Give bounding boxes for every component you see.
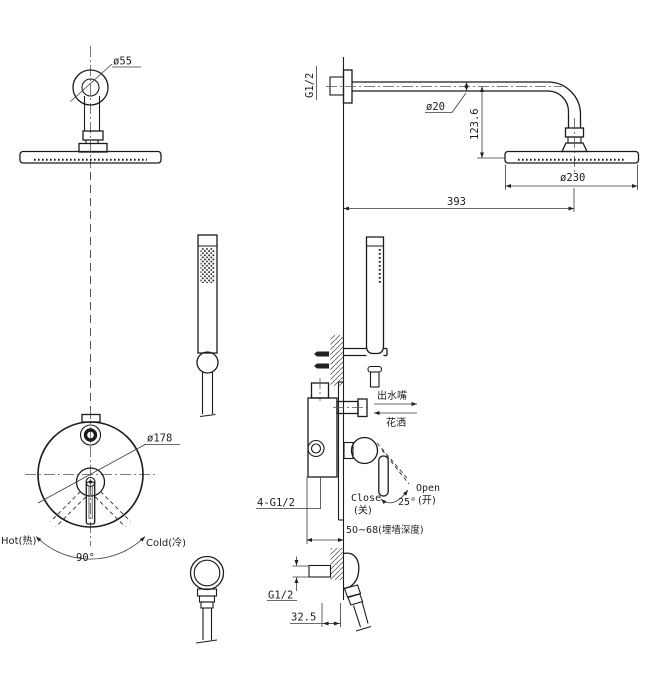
ball-joint: [196, 351, 219, 374]
hand-shower-wand-front: [197, 234, 218, 354]
open-angle-arc: [380, 489, 409, 505]
arm-thread-nut: [329, 76, 345, 96]
dim-arm-diameter-label: ø20: [426, 101, 445, 113]
dim-plate-diameter-label: ø178: [147, 433, 172, 445]
handle-neck: [343, 441, 354, 460]
dim-head-diameter-label: ø230: [560, 172, 585, 184]
arm-nut: [82, 130, 104, 141]
side-view-wall: [330, 57, 345, 600]
hose-nut-1: [343, 584, 362, 598]
close-label-cn: (关): [354, 504, 372, 517]
hose-end-tick: [199, 413, 216, 418]
dim-connections-label: 4-G1/2: [257, 497, 295, 509]
wall-hatch-outlet: [330, 548, 344, 580]
hose-loop-outer: [189, 555, 225, 591]
head-mount-base: [78, 142, 108, 153]
side-view-shower-head: [504, 150, 640, 164]
side-view-hand-shower: [314, 236, 388, 388]
open-position-dash2: [381, 449, 410, 485]
diverter-button-outer: [79, 424, 102, 446]
front-view-valve-plate: ø178 90° Hot(热) Cold(冷): [1, 408, 186, 564]
wall-hatch-holder: [330, 335, 344, 386]
dim-swing-angle-label: 90°: [76, 552, 95, 564]
open-label-cn: (开): [418, 496, 436, 507]
cold-label: Cold(冷): [146, 536, 186, 549]
hose-nut-2: [347, 593, 364, 606]
dim-embed-depth-label: 50~68(埋墙深度): [346, 524, 424, 536]
open-label-en: Open: [416, 483, 440, 494]
shower-head-disc-side: [504, 150, 640, 164]
diverter-button-inner: [83, 428, 98, 442]
spray-face-dots: [200, 248, 215, 283]
valve-side-port-outer: [307, 439, 325, 458]
valve-body: [307, 397, 338, 478]
holder-screw-bottom: [314, 363, 329, 369]
dim-mount-diameter-label: ø55: [113, 56, 132, 68]
front-view-hose-coil: [189, 555, 225, 644]
swing-arc: [35, 536, 146, 560]
outlet-inlet-tube: [308, 564, 332, 578]
hose-cut-tick: [355, 625, 372, 632]
dimensions: G1/2 ø20 123.6 ø230 393 出水嘴 花洒 4-G1/2 Cl…: [256, 66, 638, 627]
open-position-dash1: [376, 442, 408, 479]
hot-label: Hot(热): [1, 534, 36, 547]
hand-shower-wand-side: [365, 236, 385, 355]
dim-outlet-offset-label: 32.5: [291, 612, 316, 624]
valve-side-port-inner: [310, 443, 322, 454]
handle-lever-side: [378, 455, 389, 497]
side-view-valve: [306, 378, 410, 544]
holder-screw-top: [314, 351, 329, 357]
arm-elbow-inner: [547, 90, 570, 128]
handle-lever-front: [85, 481, 96, 525]
front-view-overhead-shower: ø55: [19, 46, 162, 410]
dim-open-angle-label: 25°: [398, 497, 416, 508]
hose-loop-inner: [193, 559, 221, 587]
trim-plate-circle: [37, 421, 144, 528]
side-view-shower-arm: [326, 69, 589, 175]
shower-head-disc-front: [19, 150, 162, 164]
handle-dome: [350, 436, 379, 465]
plate-top-tab: [81, 413, 101, 423]
front-view-hand-shower: [196, 234, 219, 418]
outlet-nozzle-body: [369, 371, 380, 388]
dim-arm-reach-label: 393: [447, 196, 466, 208]
dim-drop-height-label: 123.6: [469, 108, 481, 140]
water-outlet-label: 出水嘴: [377, 389, 407, 402]
coil-hose-end-tick: [195, 639, 218, 644]
dim-outlet-thread-label: G1/2: [268, 590, 293, 602]
side-view-wall-outlet: [308, 552, 372, 632]
outlet-elbow-body: [343, 552, 360, 590]
close-label-en: Close: [351, 493, 381, 504]
outlet-nozzle-flange: [367, 365, 383, 373]
arm-elbow-outer: [547, 81, 582, 128]
dim-arm-thread-label: G1/2: [304, 73, 316, 98]
hand-shower-label: 花洒: [386, 416, 406, 429]
wall-mount-circle: [72, 69, 109, 106]
